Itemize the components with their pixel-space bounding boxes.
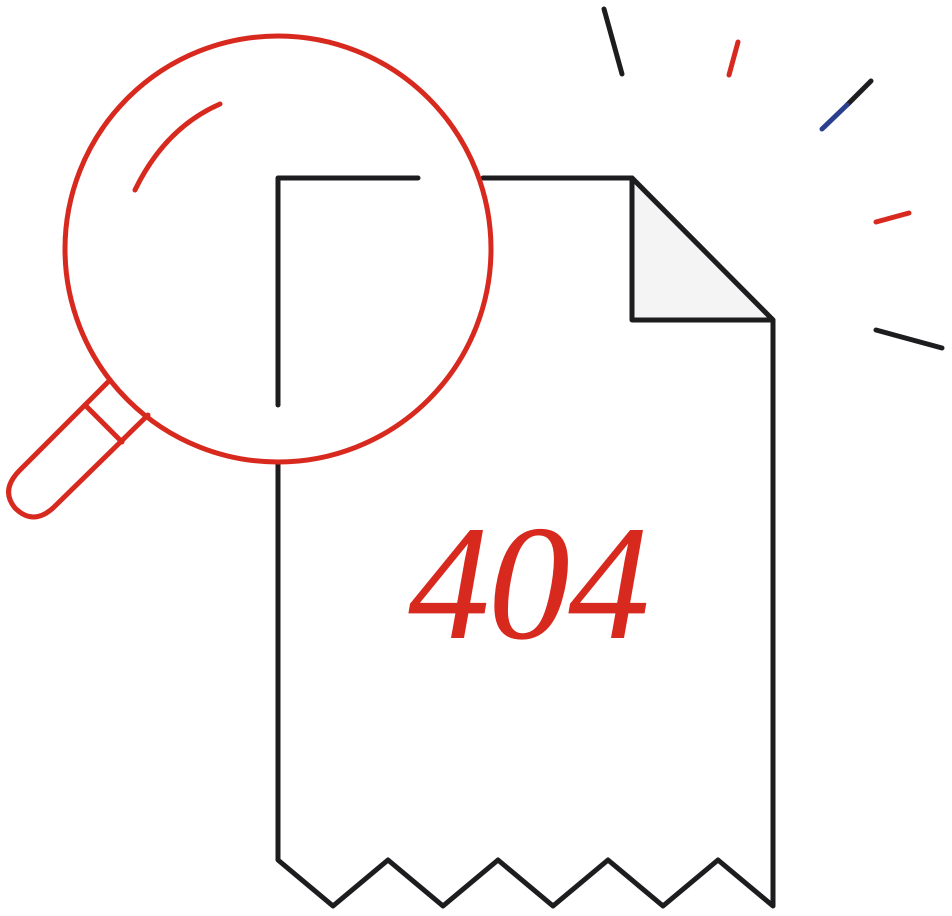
ray-2 [726,39,741,78]
magnifying-glass-icon [6,33,494,520]
ray-4 [873,210,912,225]
ray-1 [601,6,625,77]
magnifier-handle [6,377,151,520]
ray-5 [873,327,945,351]
document-outline-top-right [275,175,776,909]
torn-document-icon [275,175,776,909]
error-code-text: 404 [408,493,648,674]
ray-3 [844,78,874,108]
sparkle-rays-icon [601,6,945,351]
folded-corner [629,175,776,323]
lens-glare [132,101,223,193]
magnifier-lens [62,33,494,465]
handle-ring [82,402,125,445]
document-outline [275,175,421,408]
ray-3-accent [819,102,850,132]
